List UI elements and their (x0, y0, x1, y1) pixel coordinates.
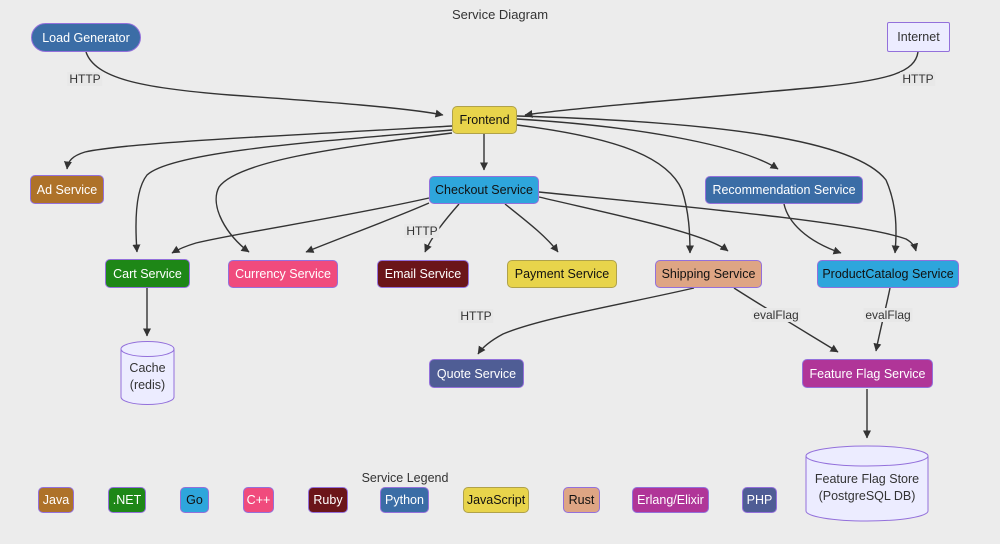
cache-label-line1: Cache (129, 361, 166, 375)
database-cylinder-icon (120, 341, 175, 405)
edge-internet-frontend (524, 51, 919, 118)
edge-frontend-shipping (516, 124, 694, 254)
edge-checkout-shipping (538, 196, 729, 252)
legend-item-go: Go (180, 487, 209, 513)
edge-label-http-internet: HTTP (900, 72, 936, 86)
node-internet: Internet (887, 22, 950, 52)
edge-frontend-recommendation (516, 118, 779, 170)
legend-item-php: PHP (742, 487, 777, 513)
legend-item-dotnet: .NET (108, 487, 146, 513)
node-frontend: Frontend (452, 106, 517, 134)
node-currency-service: Currency Service (228, 260, 338, 288)
legend-title: Service Legend (361, 471, 449, 485)
edge-checkout-payment (504, 203, 559, 253)
node-payment-service: Payment Service (507, 260, 617, 288)
edge-frontend-ad (63, 125, 453, 170)
edge-label-http-checkout-email: HTTP (404, 224, 440, 238)
edge-label-http-shipping-quote: HTTP (458, 309, 494, 323)
node-cache-redis: Cache (redis) (120, 340, 175, 406)
node-feature-flag-service: Feature Flag Service (802, 359, 933, 388)
legend-item-rust: Rust (563, 487, 600, 513)
featureflagstore-label-line1: Feature Flag Store (814, 472, 920, 486)
node-cart-service: Cart Service (105, 259, 190, 288)
node-quote-service: Quote Service (429, 359, 524, 388)
node-ad-service: Ad Service (30, 175, 104, 204)
edge-shipping-quote (477, 287, 695, 355)
edge-label-evalflag-productcatalog: evalFlag (863, 308, 913, 322)
diagram-title: Service Diagram (451, 7, 549, 22)
legend-item-python: Python (380, 487, 429, 513)
node-productcatalog-service: ProductCatalog Service (817, 260, 959, 288)
legend-item-ruby: Ruby (308, 487, 348, 513)
node-load-generator: Load Generator (31, 23, 141, 52)
cache-label-line2: (redis) (129, 378, 166, 392)
node-email-service: Email Service (377, 260, 469, 288)
featureflagstore-label-line2: (PostgreSQL DB) (818, 489, 916, 503)
node-shipping-service: Shipping Service (655, 260, 762, 288)
legend-item-java: Java (38, 487, 74, 513)
edge-recommendation-productcatalog (783, 203, 842, 255)
legend-item-javascript: JavaScript (463, 487, 529, 513)
edge-loadgenerator-frontend (85, 51, 444, 118)
edge-label-http-loadgenerator: HTTP (67, 72, 103, 86)
node-checkout-service: Checkout Service (429, 176, 539, 204)
edge-checkout-cart (171, 197, 430, 254)
legend-item-erlang-elixir: Erlang/Elixir (632, 487, 709, 513)
database-cylinder-icon (805, 445, 929, 522)
node-recommendation-service: Recommendation Service (705, 176, 863, 204)
legend-item-cpp: C++ (243, 487, 274, 513)
node-feature-flag-store: Feature Flag Store (PostgreSQL DB) (805, 445, 929, 523)
edge-label-evalflag-shipping: evalFlag (751, 308, 801, 322)
